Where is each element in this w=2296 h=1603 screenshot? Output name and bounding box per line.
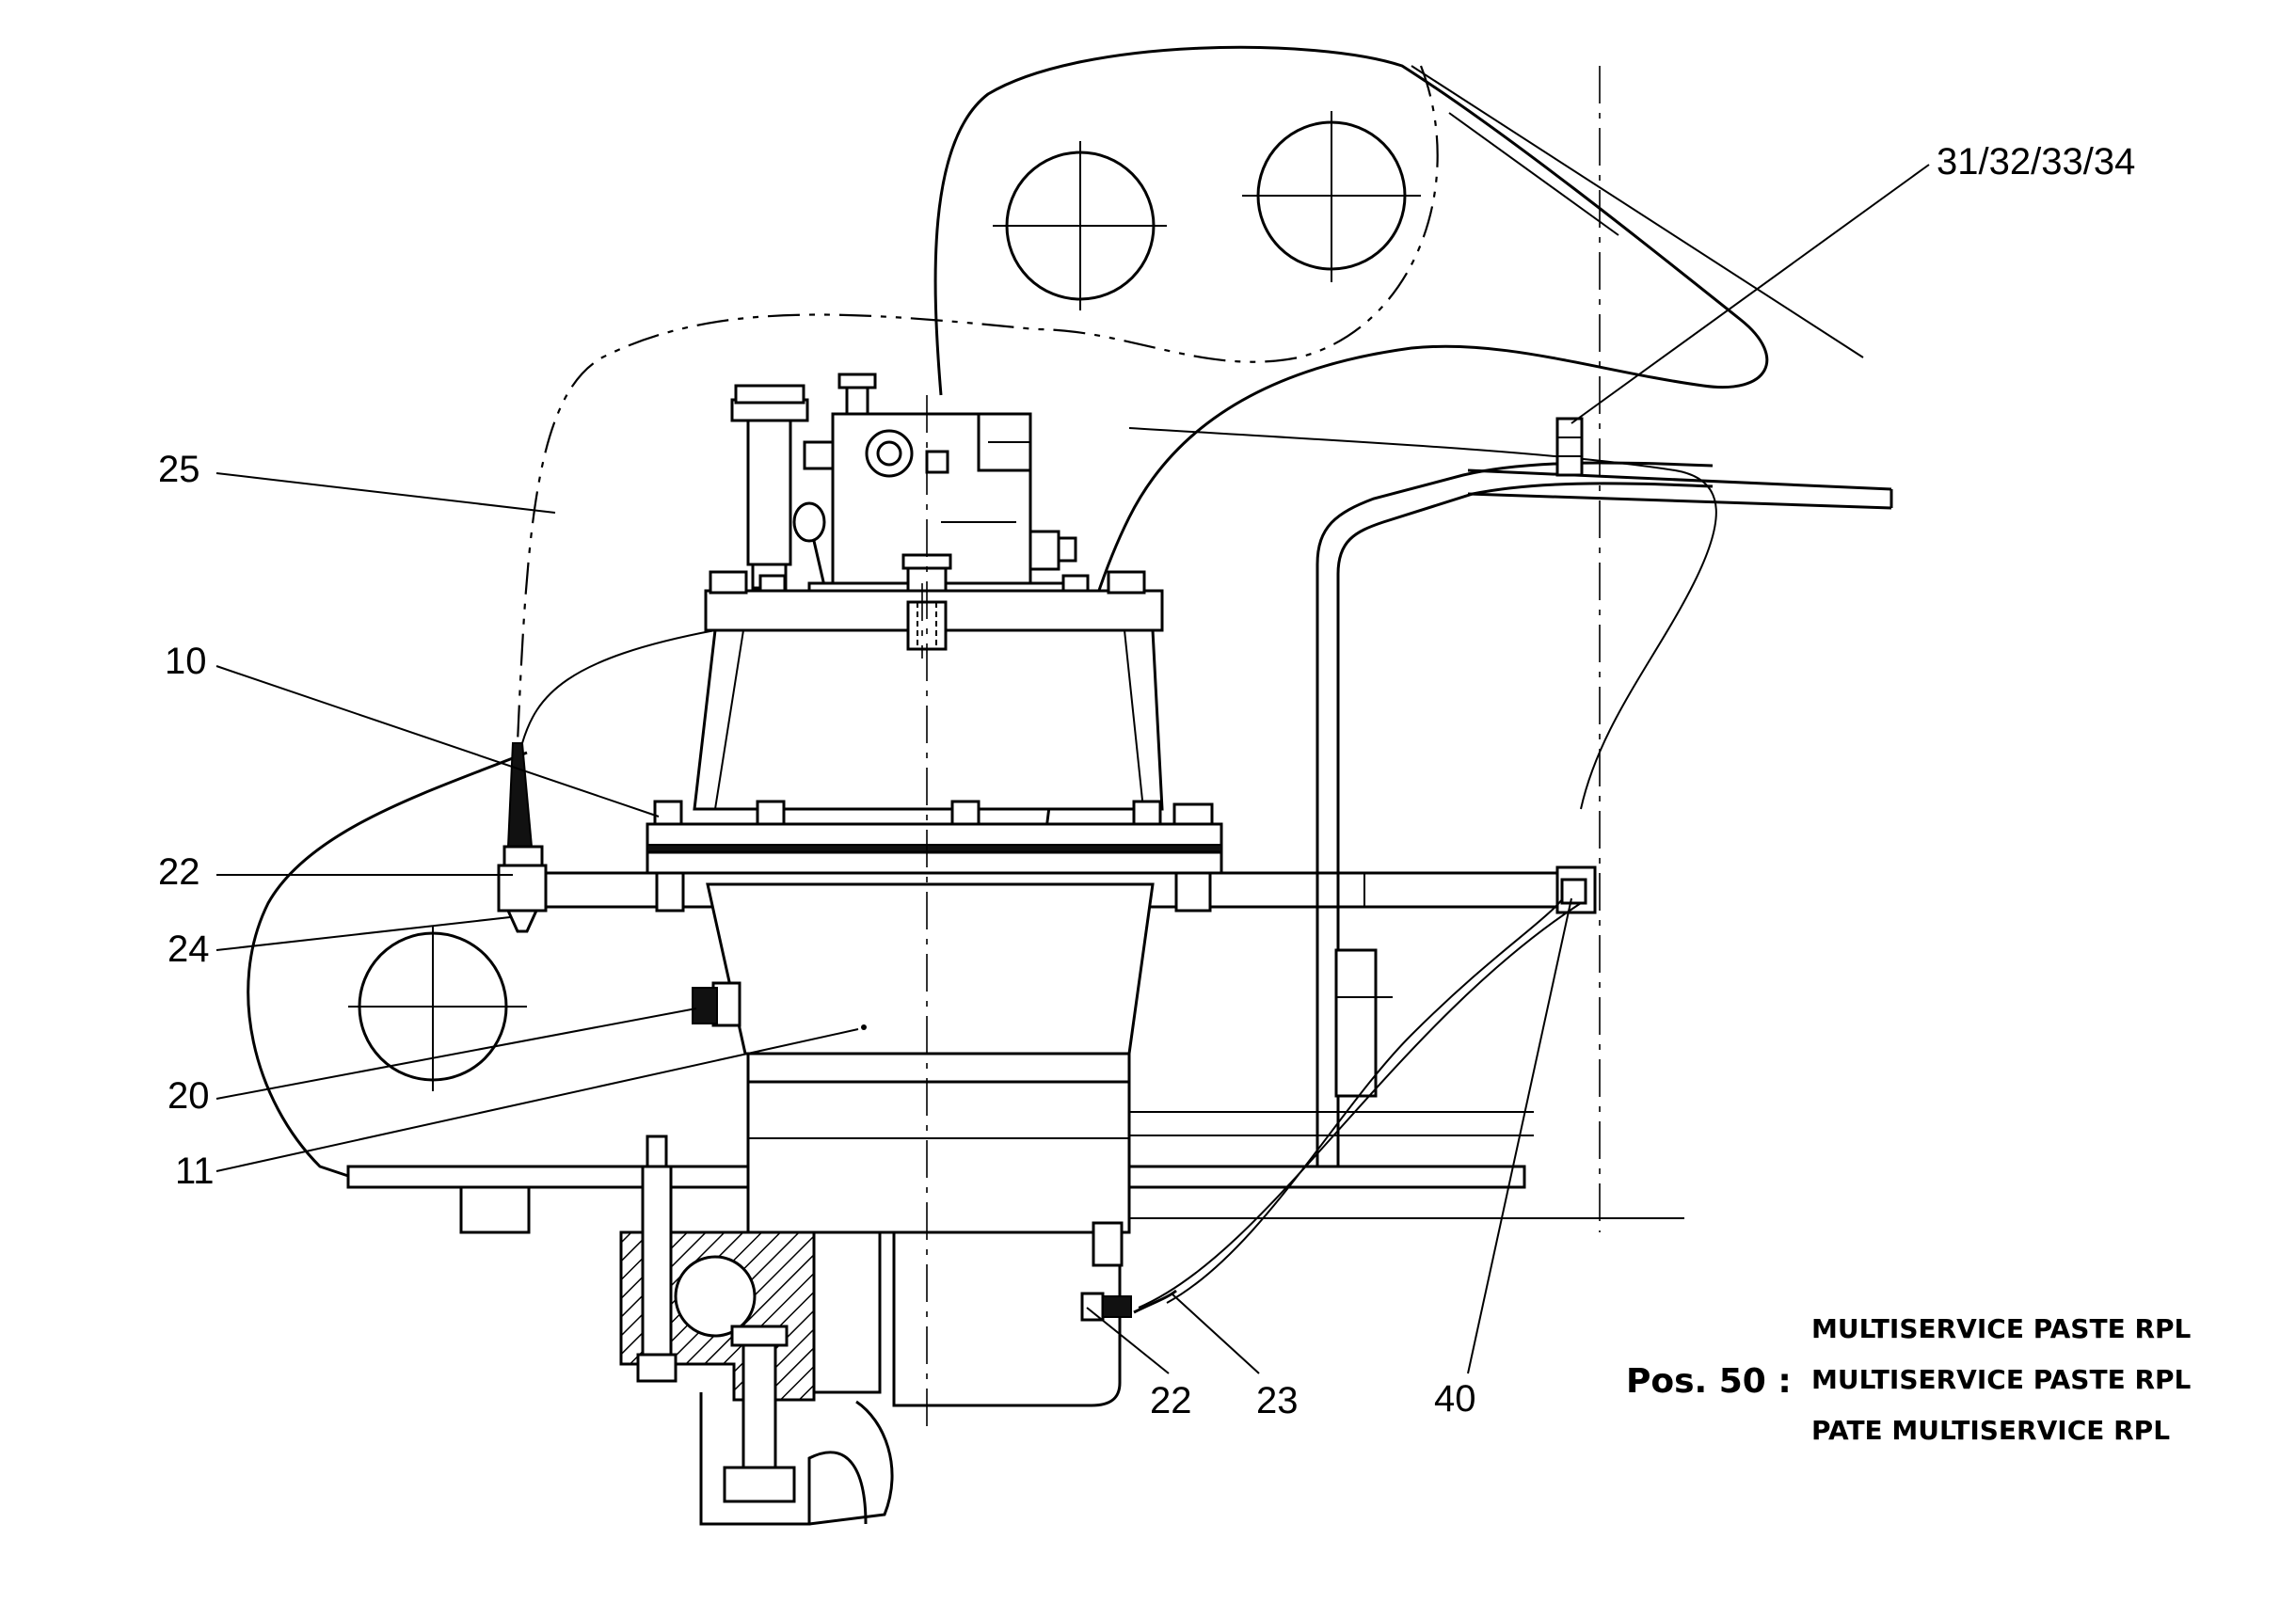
leader-lines [215,164,1930,1374]
motor-housing [646,570,1223,913]
slew-ring-section [619,1135,894,1526]
callout-22-bottom: 22 [1150,1380,1192,1421]
callout-labels: 25 10 22 24 20 11 31/32/33/34 22 23 40 [158,141,2135,1421]
lubricant-note: Pos. 50 : MULTISERVICE PASTE RPL MULTISE… [1626,1313,2192,1446]
callout-24: 24 [167,928,210,970]
note-line-3: PATE MULTISERVICE RPL [1811,1415,2170,1446]
upper-bracket [516,45,1864,848]
valve-block [730,373,1077,604]
hose-line [1133,878,1587,1314]
callout-10: 10 [165,641,207,682]
gear-housing [692,882,1155,1407]
frame-structure [1124,66,1893,1232]
callout-25: 25 [158,449,200,490]
callout-31-32-33-34: 31/32/33/34 [1937,141,2135,183]
fitting-31-34 [1555,417,1584,477]
callout-11: 11 [175,1151,215,1192]
pos-50-label: Pos. 50 : [1626,1362,1792,1401]
callout-20: 20 [167,1075,210,1117]
callout-40: 40 [1434,1378,1476,1420]
callout-23: 23 [1256,1380,1299,1421]
grease-line [497,629,716,933]
note-line-1: MULTISERVICE PASTE RPL [1811,1313,2192,1344]
note-line-2: MULTISERVICE PASTE RPL [1811,1364,2192,1395]
callout-22-left: 22 [158,851,200,893]
